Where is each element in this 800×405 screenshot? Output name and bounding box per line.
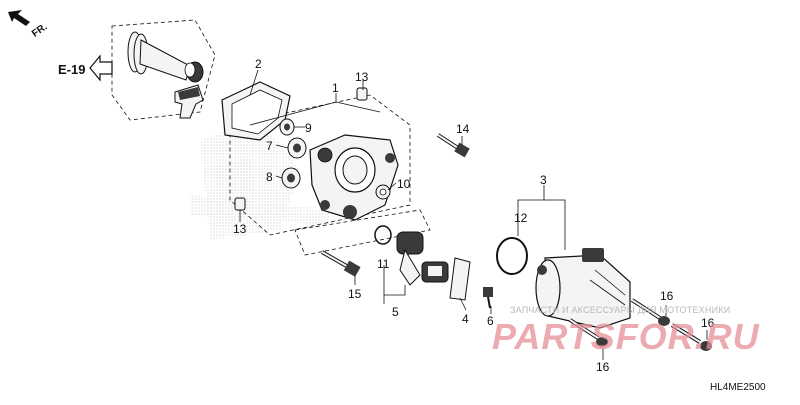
dashed-assembly-box-upper (111, 19, 216, 121)
diagram-code: HL4ME2500 (710, 382, 766, 393)
o-ring-part-11 (374, 225, 392, 245)
callout-10: 10 (397, 177, 411, 191)
dowel-pin-upper (356, 87, 368, 101)
bearing-part-lower (281, 167, 301, 189)
callout-15: 15 (348, 287, 362, 301)
reference-arrow-icon (89, 54, 113, 82)
shift-motor-part (535, 248, 631, 329)
callout-16-right: 16 (701, 316, 715, 330)
bolt-part-16-right (670, 323, 712, 351)
callout-2: 2 (255, 57, 262, 71)
callout-13-lower: 13 (233, 222, 247, 236)
callout-11: 11 (377, 257, 390, 271)
bolt-part-16-upper (630, 298, 670, 326)
dowel-pin-lower (234, 197, 246, 211)
bolt-part-16-lower (568, 318, 608, 347)
background-watermark (190, 120, 330, 240)
callout-12: 12 (514, 211, 528, 225)
callout-16-lower: 16 (596, 360, 610, 374)
callout-4: 4 (462, 312, 469, 326)
callout-6: 6 (487, 314, 494, 328)
callout-14: 14 (456, 122, 470, 136)
bolt-part-15 (321, 250, 361, 277)
shift-arm-part (174, 84, 204, 119)
callout-1: 1 (332, 81, 339, 95)
gear-housing-part (309, 134, 399, 221)
callout-7: 7 (266, 139, 273, 153)
callout-5: 5 (392, 305, 399, 319)
leader-lines (239, 69, 708, 360)
front-arrow-icon (8, 10, 30, 26)
watermark-caption: ЗАПЧАСТИ И АКСЕССУАРЫ ДЛЯ МОТОТЕХНИКИ (510, 305, 731, 315)
callout-13-upper: 13 (355, 70, 369, 84)
callout-16-upper: 16 (660, 289, 674, 303)
angle-sensor-part (396, 231, 449, 286)
callout-9: 9 (305, 121, 312, 135)
bracket-part (449, 257, 471, 301)
gear-shaft-part (127, 31, 204, 83)
callout-3: 3 (540, 173, 547, 187)
reference-label: E-19 (58, 62, 86, 77)
o-ring-part-12 (496, 237, 528, 275)
bolt-part-14 (436, 133, 470, 158)
oil-seal-part (279, 118, 295, 136)
bolt-part-6 (483, 287, 493, 309)
callout-8: 8 (266, 170, 273, 184)
dashed-assembly-box-housing (229, 94, 431, 256)
bearing-part-upper (287, 137, 307, 159)
watermark-brand: PARTSFOR.RU (492, 316, 760, 357)
gasket-part (221, 81, 291, 141)
collar-part (375, 184, 391, 200)
